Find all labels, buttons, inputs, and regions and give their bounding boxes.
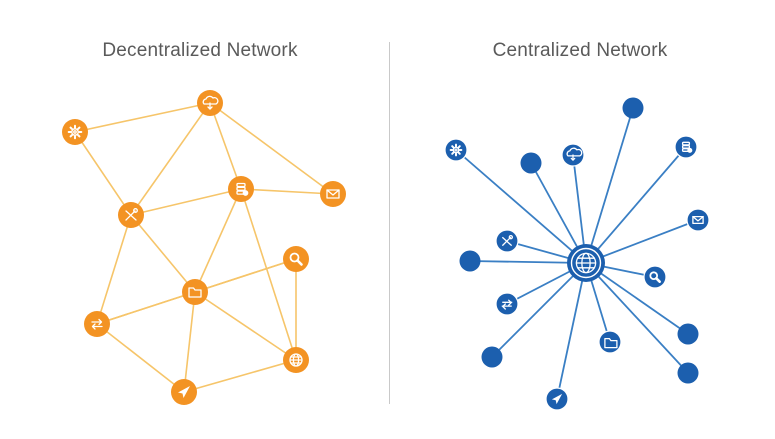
centralized-node-7 — [495, 229, 519, 253]
decentralized-link-tools-database — [130, 188, 242, 216]
centralized-node-2 — [622, 97, 644, 119]
centralized-node-12 — [677, 323, 699, 345]
decentralized-node-database — [228, 176, 254, 202]
centralized-node-11 — [598, 330, 622, 354]
tools-icon — [125, 208, 138, 221]
decentralized-link-cloud-database — [209, 102, 242, 190]
decentralized-link-database-globe — [240, 188, 297, 361]
centralized-link-2 — [585, 107, 634, 264]
decentralized-links — [74, 102, 334, 393]
centralized-link-1 — [455, 149, 587, 264]
globe-icon — [289, 353, 303, 367]
tools-icon — [502, 234, 514, 246]
decentralized-link-database-mail — [240, 188, 334, 195]
decentralized-node-settings — [62, 119, 88, 145]
decentralized-node-folder — [182, 279, 208, 305]
centralized-node-3 — [561, 143, 585, 167]
mail-icon — [692, 215, 704, 225]
centralized-link-5 — [585, 146, 687, 264]
database-icon — [236, 182, 249, 196]
decentralized-link-database-folder — [194, 188, 242, 293]
centralized-link-14 — [585, 262, 689, 374]
centralized-node-13 — [481, 346, 503, 368]
decentralized-node-search — [283, 246, 309, 272]
centralized-link-6 — [585, 219, 699, 264]
decentralized-node-plane — [171, 379, 197, 405]
airplane-icon — [178, 386, 190, 398]
decentralized-link-tools-folder — [130, 214, 196, 293]
cloud-download-icon — [566, 147, 583, 161]
search-icon — [649, 271, 661, 283]
folder-icon — [188, 287, 202, 298]
centralized-link-15 — [556, 262, 587, 400]
folder-icon — [604, 337, 618, 349]
centralized-node-5 — [674, 135, 698, 159]
decentralized-node-transfer — [84, 311, 110, 337]
mail-icon — [326, 189, 340, 199]
centralized-node-8 — [459, 250, 481, 272]
globe-icon — [575, 252, 597, 274]
centralized-node-1 — [444, 138, 468, 162]
airplane-icon — [551, 393, 563, 405]
database-icon — [681, 141, 693, 153]
gear-icon — [67, 124, 83, 140]
decentralized-network-title: Decentralized Network — [102, 40, 298, 61]
transfer-arrows-icon — [91, 318, 103, 330]
decentralized-link-tools-transfer — [96, 214, 132, 325]
centralized-node-10 — [643, 265, 667, 289]
decentralized-node-globe — [283, 347, 309, 373]
decentralized-link-globe-plane — [183, 359, 297, 393]
centralized-node-4 — [520, 152, 542, 174]
centralized-node-9 — [495, 292, 519, 316]
centralized-link-8 — [469, 260, 587, 264]
panel-divider — [389, 42, 390, 404]
decentralized-link-transfer-plane — [96, 323, 185, 393]
decentralized-link-cloud-mail — [209, 102, 334, 195]
decentralized-link-folder-globe — [194, 291, 297, 361]
decentralized-link-folder-plane — [183, 291, 196, 393]
decentralized-link-cloud-tools — [130, 102, 211, 216]
gear-icon — [449, 143, 463, 157]
decentralized-nodes — [62, 90, 346, 405]
centralized-link-13 — [491, 262, 587, 358]
search-icon — [289, 252, 303, 266]
decentralized-node-cloud — [197, 90, 223, 116]
cloud-download-icon — [202, 95, 219, 110]
centralized-link-12 — [585, 262, 689, 335]
centralized-node-15 — [545, 387, 569, 411]
decentralized-link-settings-cloud — [74, 102, 211, 133]
centralized-link-4 — [530, 162, 587, 264]
decentralized-node-mail — [320, 181, 346, 207]
decentralized-node-tools — [118, 202, 144, 228]
centralized-node-14 — [677, 362, 699, 384]
centralized-hub — [567, 244, 605, 282]
centralized-nodes — [444, 97, 710, 411]
transfer-arrows-icon — [501, 299, 513, 310]
decentralized-link-settings-tools — [74, 131, 132, 216]
centralized-node-6 — [686, 208, 710, 232]
centralized-network-title: Centralized Network — [492, 40, 668, 61]
